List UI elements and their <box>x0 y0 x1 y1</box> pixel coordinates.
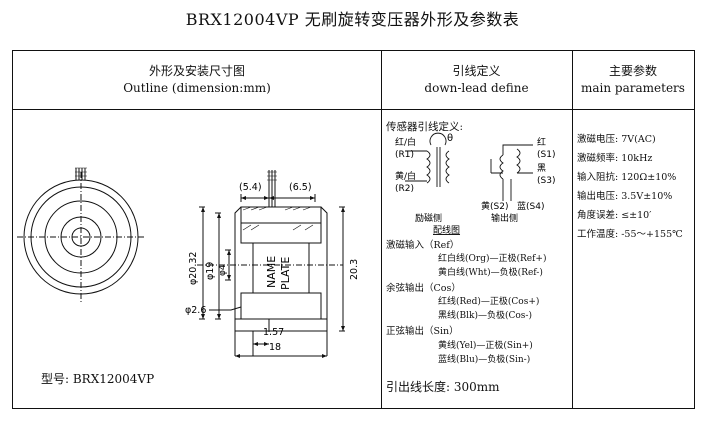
ref-line-1: 红白线(Org)—正极(Ref+) <box>438 254 547 264</box>
r2: (R2) <box>395 184 414 194</box>
header-downlead: 引线定义 down-lead define <box>381 51 572 109</box>
page-title: BRX12004VP 无刷旋转变压器外形及参数表 <box>185 10 520 29</box>
outline-drawing: (5.4) (6.5) φ20.32 φ19 φ4 20.3 φ2.6 1.57… <box>17 167 360 358</box>
dim-6-5: (6.5) <box>289 182 312 193</box>
header-downlead-cn: 引线定义 <box>452 64 501 78</box>
nameplate-text-1: NAME <box>265 256 278 288</box>
dim-18: 18 <box>269 342 281 353</box>
wiring-title: 传感器引线定义: <box>386 121 464 133</box>
header-outline-cn: 外形及安装尺寸图 <box>148 64 245 78</box>
side-wires <box>268 170 276 207</box>
nameplate-text-2: PLATE <box>279 257 292 290</box>
output-coil-2 <box>516 148 521 174</box>
r2-label: 黄/白 <box>395 170 416 182</box>
dim-20-32: φ20.32 <box>188 252 199 285</box>
header-params: 主要参数 main parameters <box>572 51 694 109</box>
param-working-temp: 工作温度: -55～+155℃ <box>577 229 683 240</box>
sin-line-1: 黄线(Yel)—正极(Sin+) <box>438 341 533 351</box>
param-output-voltage: 输出电压: 3.5V±10% <box>577 191 673 202</box>
header-params-en: main parameters <box>581 81 685 95</box>
model-label: 型号: BRX12004VP <box>41 372 155 386</box>
param-excite-frequency: 激磁频率: 10kHz <box>577 153 653 164</box>
spec-table: 外形及安装尺寸图 Outline (dimension:mm) 引线定义 dow… <box>12 50 695 409</box>
param-input-impedance: 输入阻抗: 120Ω±10% <box>577 172 677 183</box>
rotor-coil <box>445 150 450 184</box>
dim-1-57: 1.57 <box>263 327 284 338</box>
excite-side-label: 励磁侧 <box>415 212 442 224</box>
cos-line-1: 红线(Red)—正极(Cos+) <box>438 297 540 307</box>
param-excite-voltage: 激磁电压: 7V(AC) <box>577 134 656 145</box>
dim-20-3: 20.3 <box>349 259 360 280</box>
header-outline-en: Outline (dimension:mm) <box>123 81 271 95</box>
theta-label: θ <box>447 133 453 144</box>
dim-5-4: (5.4) <box>239 182 262 193</box>
dim-2-6: φ2.6 <box>185 305 206 316</box>
column-divider <box>381 51 382 408</box>
cos-line-2: 黑线(Blk)—负极(Cos-) <box>438 311 532 321</box>
s2-label: 黄(S2) <box>481 200 508 212</box>
front-wires <box>75 168 86 180</box>
output-side-label: 输出侧 <box>491 212 518 224</box>
output-coil-1 <box>499 154 504 180</box>
dim-4: φ4 <box>218 264 228 276</box>
diagram-label: 配线图 <box>433 224 460 236</box>
ref-line-2: 黄白线(Wht)—负极(Ref-) <box>438 268 543 278</box>
ref-title: 激磁输入（Ref） <box>386 240 460 251</box>
header-divider <box>13 109 694 110</box>
header-params-cn: 主要参数 <box>608 64 657 78</box>
s4-label: 蓝(S4) <box>517 200 544 212</box>
s3: (S3) <box>537 176 555 186</box>
column-divider <box>572 51 573 408</box>
cos-title: 余弦输出（Cos） <box>386 283 461 294</box>
sin-line-2: 蓝线(Blu)—负极(Sin-) <box>438 355 531 365</box>
s1: (S1) <box>537 150 555 160</box>
lead-length: 引出线长度: 300mm <box>386 380 500 394</box>
header-downlead-en: down-lead define <box>424 81 529 95</box>
excite-leads <box>405 150 427 182</box>
header-outline: 外形及安装尺寸图 Outline (dimension:mm) <box>13 51 381 109</box>
param-angle-error: 角度误差: ≤±10′ <box>577 210 652 221</box>
s1-label: 红 <box>537 136 546 148</box>
dim-19: φ19 <box>205 262 216 280</box>
s3-label: 黑 <box>537 163 546 174</box>
r1-label: 红/白 <box>395 136 416 148</box>
excite-coil <box>426 150 431 184</box>
sin-title: 正弦输出（Sin） <box>386 326 459 337</box>
wiring-diagram: 红/白 (R1) 黄/白 (R2) θ 红 (S1) 黑 (S3) 黄(S2) … <box>395 132 555 236</box>
r1: (R1) <box>395 150 414 160</box>
